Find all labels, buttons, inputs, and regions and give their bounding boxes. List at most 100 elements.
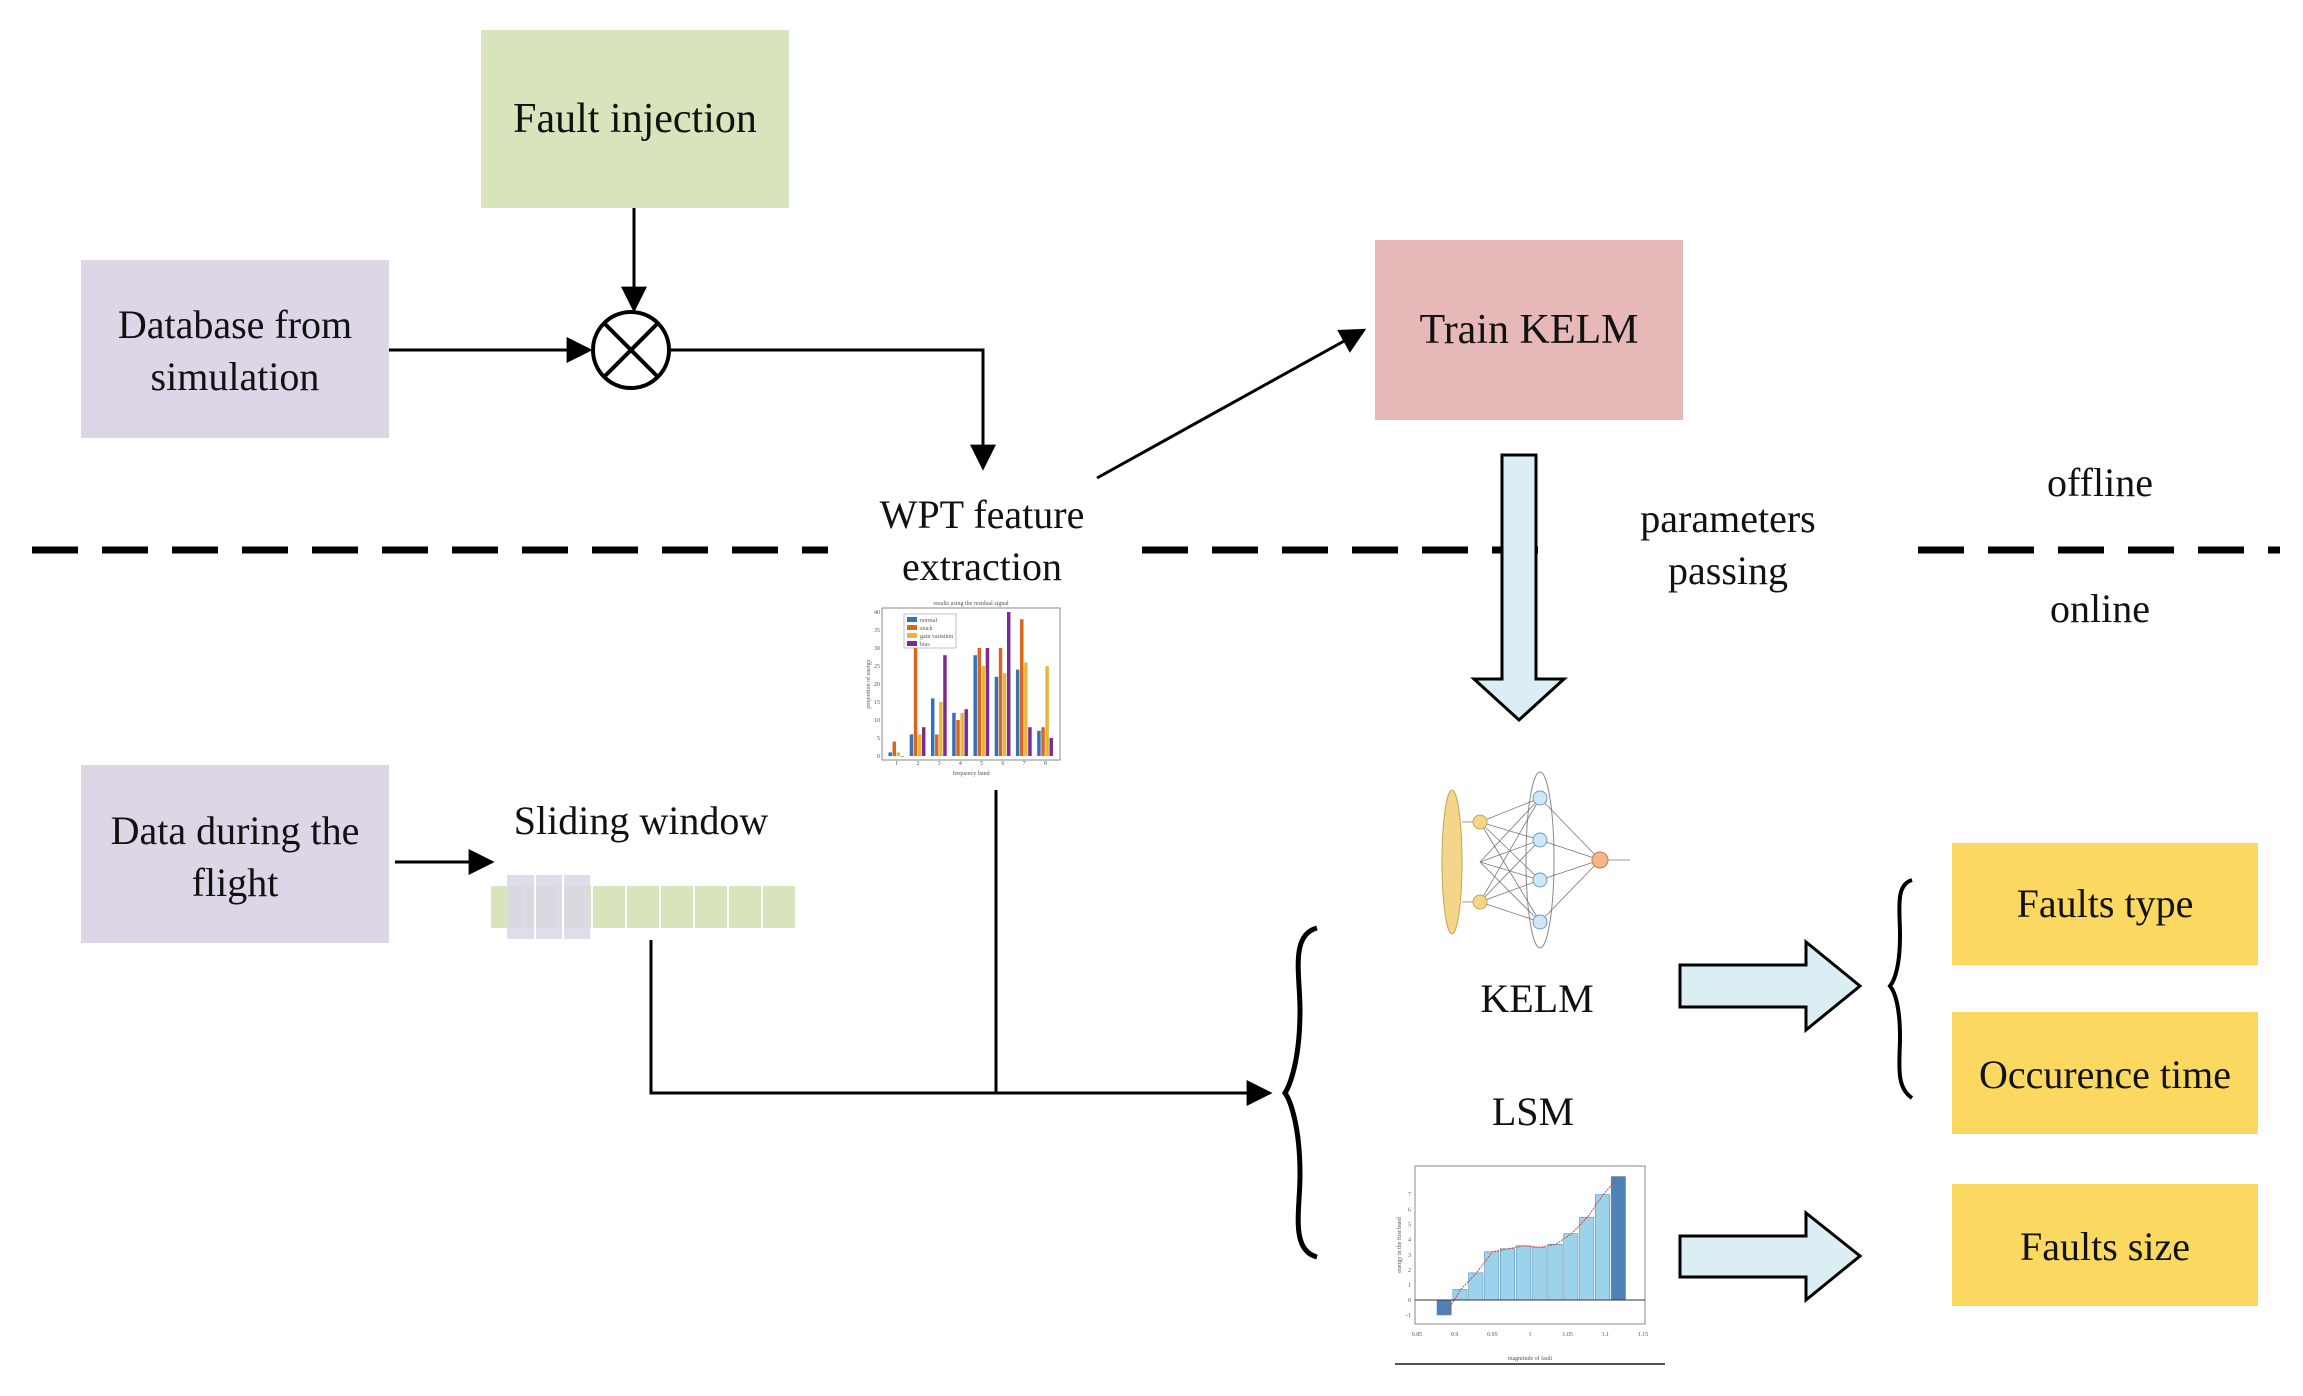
kelm-edge bbox=[1479, 839, 1541, 863]
lsm-bar bbox=[1610, 1176, 1626, 1301]
wpt-xtick-label: 1 bbox=[895, 761, 898, 767]
parameters-label-line1: parameters bbox=[1640, 496, 1815, 541]
lsm-ytick-label: 3 bbox=[1408, 1253, 1411, 1259]
lsm-ytick-label: 1 bbox=[1408, 1283, 1411, 1289]
sliding-window-cell bbox=[625, 884, 661, 930]
kelm-hidden-node bbox=[1532, 872, 1548, 888]
wpt-bar bbox=[1037, 730, 1041, 756]
wpt-legend-entry: bias bbox=[920, 642, 930, 648]
kelm-hidden-ring bbox=[1525, 771, 1555, 949]
wpt-legend-swatch bbox=[907, 633, 917, 638]
occurence-time-node[interactable]: Occurence time bbox=[1952, 1012, 2258, 1134]
wpt-bar bbox=[930, 698, 935, 756]
kelm-edge bbox=[1479, 797, 1541, 823]
wpt-xtick-label: 6 bbox=[1001, 761, 1004, 767]
lsm-xtick-label: 0.85 bbox=[1412, 1332, 1423, 1338]
wpt-bar bbox=[917, 734, 922, 756]
faults-type-box bbox=[1952, 843, 2258, 965]
wpt-bar bbox=[973, 655, 977, 756]
connector-window-to-brace bbox=[649, 940, 1273, 1106]
lsm-ytick-label: -1 bbox=[1406, 1313, 1411, 1319]
faults-size-box bbox=[1952, 1184, 2258, 1306]
wpt-bar bbox=[994, 676, 999, 756]
parameters-label-line2: passing bbox=[1668, 548, 1788, 593]
wpt-bar bbox=[977, 648, 982, 756]
wpt-bar bbox=[921, 727, 926, 756]
lsm-xtick-label: 1.05 bbox=[1562, 1332, 1573, 1338]
sliding-window-cell bbox=[761, 884, 797, 930]
lsm-xtick-label: 0.95 bbox=[1487, 1332, 1498, 1338]
faults-type-node[interactable]: Faults type bbox=[1952, 843, 2258, 965]
wpt-bar bbox=[1024, 662, 1028, 756]
fault-injection-label: Fault injection bbox=[513, 96, 757, 142]
lsm-fit-chart: magnitude of fault energy in the first b… bbox=[1395, 1165, 1665, 1365]
kelm-edge bbox=[1479, 797, 1541, 863]
wpt-bar bbox=[1028, 727, 1032, 756]
wpt-bar bbox=[896, 752, 901, 756]
wpt-bar bbox=[998, 648, 1003, 756]
wpt-ytick-label: 40 bbox=[874, 610, 880, 616]
kelm-input-node bbox=[1472, 814, 1488, 830]
lsm-ytick-label: 7 bbox=[1408, 1193, 1411, 1199]
wpt-bar bbox=[964, 709, 968, 756]
wpt-bar bbox=[956, 720, 960, 756]
lsm-xtick-label: 0.9 bbox=[1451, 1332, 1459, 1338]
wpt-xtick-label: 4 bbox=[959, 761, 962, 767]
kelm-edge bbox=[1479, 879, 1541, 903]
faults-size-node[interactable]: Faults size bbox=[1952, 1184, 2258, 1306]
sliding-window-highlight bbox=[507, 875, 590, 939]
database-node[interactable]: Database from simulation bbox=[81, 260, 389, 438]
wpt-bar bbox=[935, 734, 939, 756]
wpt-ytick-label: 10 bbox=[874, 718, 880, 724]
train-kelm-node[interactable]: Train KELM bbox=[1375, 240, 1683, 420]
sliding-window-cell bbox=[727, 884, 763, 930]
lsm-bar bbox=[1531, 1246, 1547, 1301]
sliding-window-cell bbox=[591, 884, 627, 930]
wpt-legend-entry: gain variation bbox=[920, 634, 953, 640]
kelm-input-bar bbox=[1441, 789, 1463, 935]
kelm-edge bbox=[1539, 859, 1601, 923]
kelm-network-thumbnail bbox=[1441, 771, 1630, 949]
wpt-legend-entry: normal bbox=[920, 618, 937, 624]
arrow-operator-to-wpt bbox=[670, 348, 996, 471]
fault-injection-box bbox=[481, 30, 789, 208]
kelm-edge bbox=[1539, 839, 1601, 861]
lsm-xtick-label: 1.1 bbox=[1602, 1332, 1610, 1338]
train-kelm-box bbox=[1375, 240, 1683, 420]
kelm-label: KELM bbox=[1480, 976, 1593, 1021]
wpt-ytick-label: 5 bbox=[877, 736, 880, 742]
lsm-ytick-label: 6 bbox=[1408, 1208, 1411, 1214]
wpt-ytick-label: 0 bbox=[877, 754, 880, 760]
wpt-chart-title: results using the residual signal bbox=[933, 601, 1009, 607]
kelm-edge bbox=[1479, 821, 1541, 923]
parameters-passing-arrow bbox=[1470, 453, 1568, 723]
lsm-bar bbox=[1515, 1245, 1531, 1301]
wpt-xtick-label: 2 bbox=[916, 761, 919, 767]
kelm-edge bbox=[1479, 861, 1541, 923]
wpt-xtick-label: 7 bbox=[1023, 761, 1026, 767]
kelm-output-arrow bbox=[1678, 938, 1863, 1034]
kelm-hidden-node bbox=[1532, 914, 1548, 930]
lsm-bar bbox=[1595, 1194, 1610, 1301]
sliding-window-cell bbox=[693, 884, 729, 930]
wpt-bar bbox=[1045, 666, 1049, 756]
wpt-ytick-label: 25 bbox=[874, 664, 880, 670]
database-label-line2: simulation bbox=[151, 354, 320, 399]
lsm-ytick-label: 4 bbox=[1408, 1238, 1411, 1244]
wpt-bar bbox=[1002, 673, 1007, 756]
flight-data-node[interactable]: Data during the flight bbox=[81, 765, 389, 943]
lsm-label: LSM bbox=[1492, 1089, 1574, 1134]
lsm-bar bbox=[1579, 1216, 1595, 1301]
lsm-ytick-label: 0 bbox=[1408, 1298, 1411, 1304]
wpt-xtick-label: 8 bbox=[1044, 761, 1047, 767]
wpt-bar bbox=[900, 756, 905, 757]
kelm-input-node bbox=[1472, 894, 1488, 910]
lsm-chart-ylabel: energy in the first band bbox=[1396, 1217, 1403, 1273]
fault-injection-node[interactable]: Fault injection bbox=[481, 30, 789, 208]
offline-label: offline bbox=[2047, 460, 2153, 505]
sliding-window-label: Sliding window bbox=[514, 798, 769, 843]
